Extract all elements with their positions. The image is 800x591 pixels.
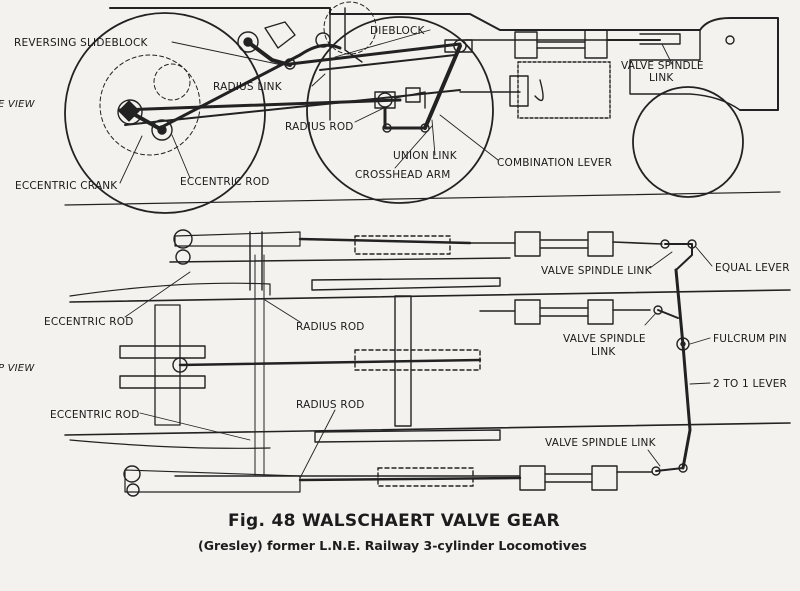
top-view-leaders — [124, 246, 713, 479]
side-view-drawing — [64, 1, 781, 214]
front-driving-wheel — [306, 16, 494, 204]
top-view-labels: P VIEW VALVE SPINDLE LINK EQUAL LEVER EC… — [0, 262, 790, 449]
label-combination-lever: COMBINATION LEVER — [497, 157, 612, 169]
label-valve-spindle-link-bottom: VALVE SPINDLE LINK — [545, 437, 657, 449]
side-view-leaders — [119, 29, 673, 184]
label-eccentric-rod-lower: ECCENTRIC ROD — [50, 409, 140, 421]
figure-subtitle: (Gresley) former L.N.E. Railway 3-cylind… — [198, 538, 587, 553]
label-eccentric-rod-upper: ECCENTRIC ROD — [44, 316, 134, 328]
label-valve-spindle-link-mid-2: LINK — [591, 346, 616, 358]
label-valve-spindle-link-top: VALVE SPINDLE LINK — [541, 265, 653, 277]
top-view-drawing — [64, 229, 791, 497]
label-eccentric-rod-side: ECCENTRIC ROD — [180, 176, 270, 188]
bogie-wheel — [632, 86, 744, 198]
label-radius-rod-upper: RADIUS ROD — [296, 321, 365, 333]
side-view-labels: E VIEW REVERSING SLIDEBLOCK DIEBLOCK RAD… — [0, 25, 704, 192]
figure-title: Fig. 48 WALSCHAERT VALVE GEAR — [228, 511, 560, 531]
label-valve-spindle-link-side-2: LINK — [649, 72, 674, 84]
top-view-title: P VIEW — [0, 363, 35, 374]
label-radius-link: RADIUS LINK — [213, 81, 283, 93]
label-dieblock: DIEBLOCK — [370, 25, 425, 37]
label-radius-rod-side: RADIUS ROD — [285, 121, 354, 133]
label-equal-lever: EQUAL LEVER — [715, 262, 790, 274]
label-radius-rod-lower: RADIUS ROD — [296, 399, 365, 411]
label-eccentric-crank: ECCENTRIC CRANK — [15, 180, 118, 192]
side-view-title: E VIEW — [0, 99, 36, 110]
rear-driving-wheel — [64, 12, 266, 214]
label-union-link: UNION LINK — [393, 150, 458, 162]
label-valve-spindle-link-side-1: VALVE SPINDLE — [621, 60, 704, 72]
label-two-to-one-lever: 2 TO 1 LEVER — [713, 378, 787, 390]
label-crosshead-arm: CROSSHEAD ARM — [355, 169, 451, 181]
label-reversing-slideblock: REVERSING SLIDEBLOCK — [14, 37, 149, 49]
label-valve-spindle-link-mid-1: VALVE SPINDLE — [563, 333, 646, 345]
label-fulcrum-pin: FULCRUM PIN — [713, 333, 787, 345]
